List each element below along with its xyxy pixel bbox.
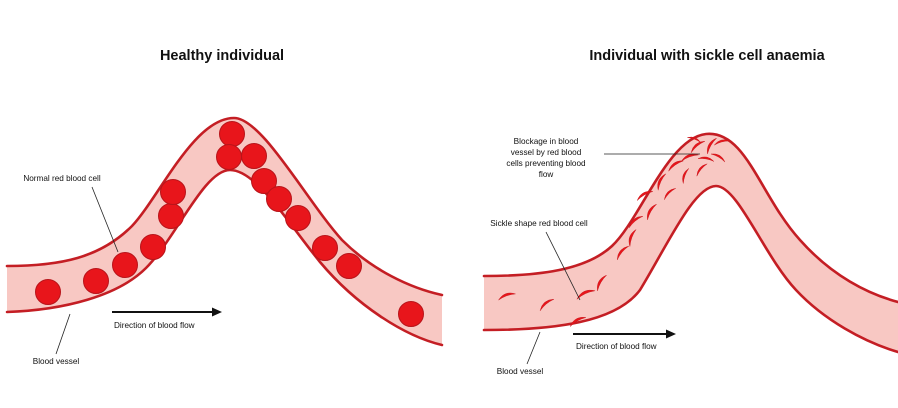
red-blood-cell	[399, 302, 424, 327]
red-blood-cell	[36, 280, 61, 305]
red-blood-cell	[217, 145, 242, 170]
blockage-label-line-4: flow	[539, 170, 554, 179]
blockage-label-line-1: Blockage in blood	[514, 137, 579, 146]
sickle-cell-label: Sickle shape red blood cell	[490, 219, 588, 228]
sickle-title: Individual with sickle cell anaemia	[589, 48, 825, 64]
normal-cell-leader-line	[92, 187, 118, 252]
red-blood-cell	[113, 253, 138, 278]
healthy-flow-arrow	[112, 308, 222, 317]
red-blood-cell	[159, 204, 184, 229]
red-blood-cell	[84, 269, 109, 294]
normal-red-blood-cell-label: Normal red blood cell	[23, 174, 101, 183]
blockage-label: Blockage in blood vessel by red blood ce…	[506, 137, 586, 179]
flow-arrow-head-icon	[212, 308, 222, 317]
red-blood-cell	[141, 235, 166, 260]
red-blood-cell	[161, 180, 186, 205]
red-blood-cell	[267, 187, 292, 212]
sickle-flow-arrow	[573, 330, 676, 339]
sickle-panel: Individual with sickle cell anaemia	[484, 48, 898, 376]
healthy-flow-label: Direction of blood flow	[114, 321, 195, 330]
red-blood-cell	[242, 144, 267, 169]
red-blood-cell	[220, 122, 245, 147]
blockage-label-line-2: vessel by red blood	[511, 148, 582, 157]
sickle-blood-vessel-label: Blood vessel	[497, 367, 544, 376]
blockage-label-line-3: cells preventing blood	[506, 159, 586, 168]
healthy-vessel-leader-line	[56, 314, 70, 354]
sickle-flow-label: Direction of blood flow	[576, 342, 657, 351]
sickle-vessel-lower-wall	[484, 186, 898, 352]
healthy-vessel-lower-wall	[7, 170, 442, 345]
red-blood-cell	[313, 236, 338, 261]
healthy-blood-vessel-label: Blood vessel	[33, 357, 80, 366]
flow-arrow-head-icon	[666, 330, 676, 339]
red-blood-cell	[337, 254, 362, 279]
healthy-panel: Healthy individual Normal red blood cell	[7, 48, 442, 366]
red-blood-cell	[286, 206, 311, 231]
healthy-title: Healthy individual	[160, 48, 284, 64]
sickle-vessel-leader-line	[527, 332, 540, 364]
